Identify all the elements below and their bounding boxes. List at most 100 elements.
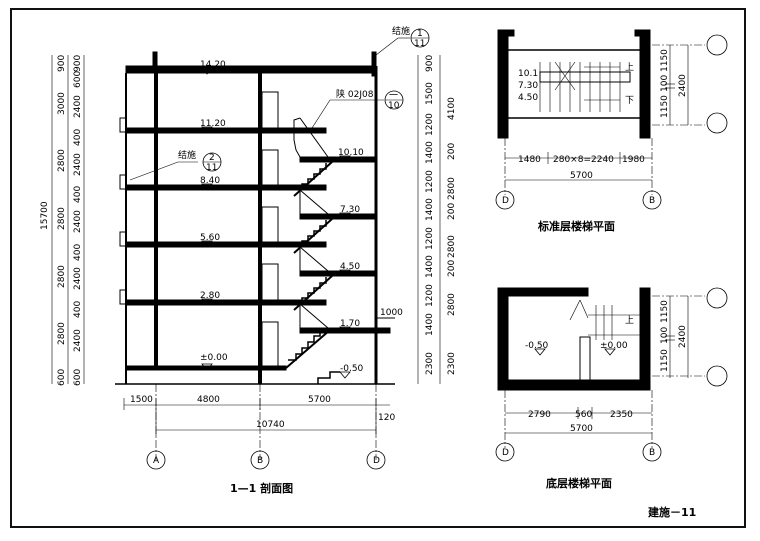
- gnd-right-dim-3: 1150: [660, 349, 670, 372]
- std-dim-1: 1480: [518, 155, 541, 165]
- dim-right-b-3: 2800: [447, 177, 457, 200]
- dim-bottom-2: 4800: [197, 395, 220, 405]
- dim-right-a-8: 1400: [425, 255, 435, 278]
- ref-stair-label: 陕 02J08: [336, 88, 374, 100]
- dim-left-inner-8: 400: [73, 244, 83, 261]
- dim-left-inner-9: 2400: [73, 267, 83, 290]
- dim-right-a-5: 1200: [425, 170, 435, 193]
- gnd-dim-total: 5700: [570, 424, 593, 434]
- dim-total-height: 15700: [40, 201, 50, 230]
- elev-landing-2: 4.50: [340, 262, 360, 272]
- dim-right-a-4: 1400: [425, 141, 435, 164]
- section-drawing: [51, 28, 441, 470]
- ref-top-label: 结施: [392, 25, 410, 37]
- dim-left-outer-7: 600: [57, 369, 67, 386]
- dim-left-outer-5: 2800: [57, 265, 67, 288]
- std-up-label: 上: [625, 62, 634, 73]
- std-level-2: 7.30: [518, 81, 538, 91]
- std-level-1: 10.1: [518, 69, 538, 79]
- dim-left-inner-10: 400: [73, 301, 83, 318]
- std-axis-d: D: [502, 196, 509, 206]
- dim-right-b-4: 200: [447, 203, 457, 220]
- section-title: 1—1 剖面图: [230, 481, 293, 495]
- elev-exterior: -0.50: [340, 364, 364, 374]
- dim-left-outer-3: 2800: [57, 149, 67, 172]
- dim-bottom-4: 120: [378, 413, 395, 423]
- std-dim-3: 1980: [622, 155, 645, 165]
- ref-stair-num: 一: [389, 91, 398, 101]
- ref-top-num: 1: [417, 29, 423, 39]
- axis-d: D: [373, 456, 380, 466]
- axis-a: A: [153, 456, 160, 466]
- dim-left-inner-4: 400: [73, 129, 83, 146]
- dim-right-a-10: 1400: [425, 313, 435, 336]
- ref-stair-den: 10: [388, 101, 400, 111]
- dim-left-inner-1: 900: [73, 55, 83, 72]
- std-right-dim-2: 100: [660, 75, 670, 92]
- gnd-axis-b: B: [649, 448, 655, 458]
- standard-plan-drawing: [495, 29, 728, 210]
- dim-bottom-1: 1500: [130, 395, 153, 405]
- dim-left-inner-12: 600: [73, 369, 83, 386]
- drawing-frame: [10, 8, 746, 528]
- dim-left-inner-6: 400: [73, 186, 83, 203]
- ref-left-den: 11: [206, 163, 217, 173]
- ground-plan-drawing: [495, 287, 728, 462]
- ref-top-den: 11: [414, 39, 425, 49]
- axis-b: B: [257, 456, 263, 466]
- elev-landing-1: 1.70: [340, 319, 360, 329]
- elev-landing-3: 7.30: [340, 205, 360, 215]
- elev-2: 2.80: [200, 291, 220, 301]
- std-axis-b: B: [649, 196, 655, 206]
- elev-roof: 14.20: [200, 60, 226, 70]
- dim-left-inner-5: 2400: [73, 153, 83, 176]
- gnd-level-2: ±0.00: [600, 341, 628, 351]
- dim-left-inner-7: 2400: [73, 210, 83, 233]
- dim-right-b-6: 200: [447, 260, 457, 277]
- elev-5: 11.20: [200, 119, 226, 129]
- gnd-dim-1: 2790: [528, 410, 551, 420]
- gnd-level-1: -0.50: [525, 341, 549, 351]
- dim-left-inner-11: 2400: [73, 329, 83, 352]
- std-right-total: 2400: [678, 74, 688, 97]
- gnd-dim-2: 560: [575, 410, 592, 420]
- dim-left-outer-4: 2800: [57, 207, 67, 230]
- dim-bottom-3: 5700: [308, 395, 331, 405]
- standard-plan-labels: 10.1 7.30 4.50 上 下 1480 280×8=2240 1980 …: [502, 49, 688, 233]
- dim-right-a-11: 2300: [425, 352, 435, 375]
- ref-left-label: 结施: [178, 149, 196, 161]
- gnd-right-dim-1: 1150: [660, 300, 670, 323]
- elev-landing-4: 10.10: [338, 148, 364, 158]
- elev-3: 5.60: [200, 233, 220, 243]
- std-dim-2: 280×8=2240: [553, 155, 614, 165]
- std-down-label: 下: [625, 96, 634, 106]
- dim-right-a-3: 1200: [425, 113, 435, 136]
- gnd-right-dim-2: 100: [660, 327, 670, 344]
- dim-left-outer-1: 900: [57, 55, 67, 72]
- gnd-up-label: 上: [625, 315, 634, 326]
- ground-plan-labels: -0.50 ±0.00 上 2790 560 2350 5700 1150 10…: [502, 300, 688, 490]
- sheet-number: 建施－11: [648, 505, 696, 519]
- std-right-dim-3: 1150: [660, 95, 670, 118]
- dim-right-a-6: 1400: [425, 198, 435, 221]
- dim-right-b-2: 200: [447, 143, 457, 160]
- std-right-dim-1: 1150: [660, 49, 670, 72]
- section-labels: 14.20 11.20 8.40 5.60 2.80 ±0.00 10.10 7…: [40, 25, 457, 495]
- dim-right-b-1: 4100: [447, 97, 457, 120]
- railing-dim: 1000: [380, 308, 403, 318]
- dim-right-a-7: 1200: [425, 227, 435, 250]
- elev-1: ±0.00: [200, 353, 228, 363]
- std-plan-title: 标准层楼梯平面: [537, 219, 615, 233]
- dim-left-inner-3: 2400: [73, 95, 83, 118]
- gnd-right-total: 2400: [678, 325, 688, 348]
- dim-left-outer-6: 2800: [57, 322, 67, 345]
- elev-4: 8.40: [200, 176, 220, 186]
- dim-right-a-2: 1500: [425, 82, 435, 105]
- gnd-plan-title: 底层楼梯平面: [546, 476, 612, 490]
- dim-left-inner-2: 600: [73, 71, 83, 88]
- std-level-3: 4.50: [518, 93, 538, 103]
- dim-right-b-7: 2800: [447, 293, 457, 316]
- gnd-axis-d: D: [502, 448, 509, 458]
